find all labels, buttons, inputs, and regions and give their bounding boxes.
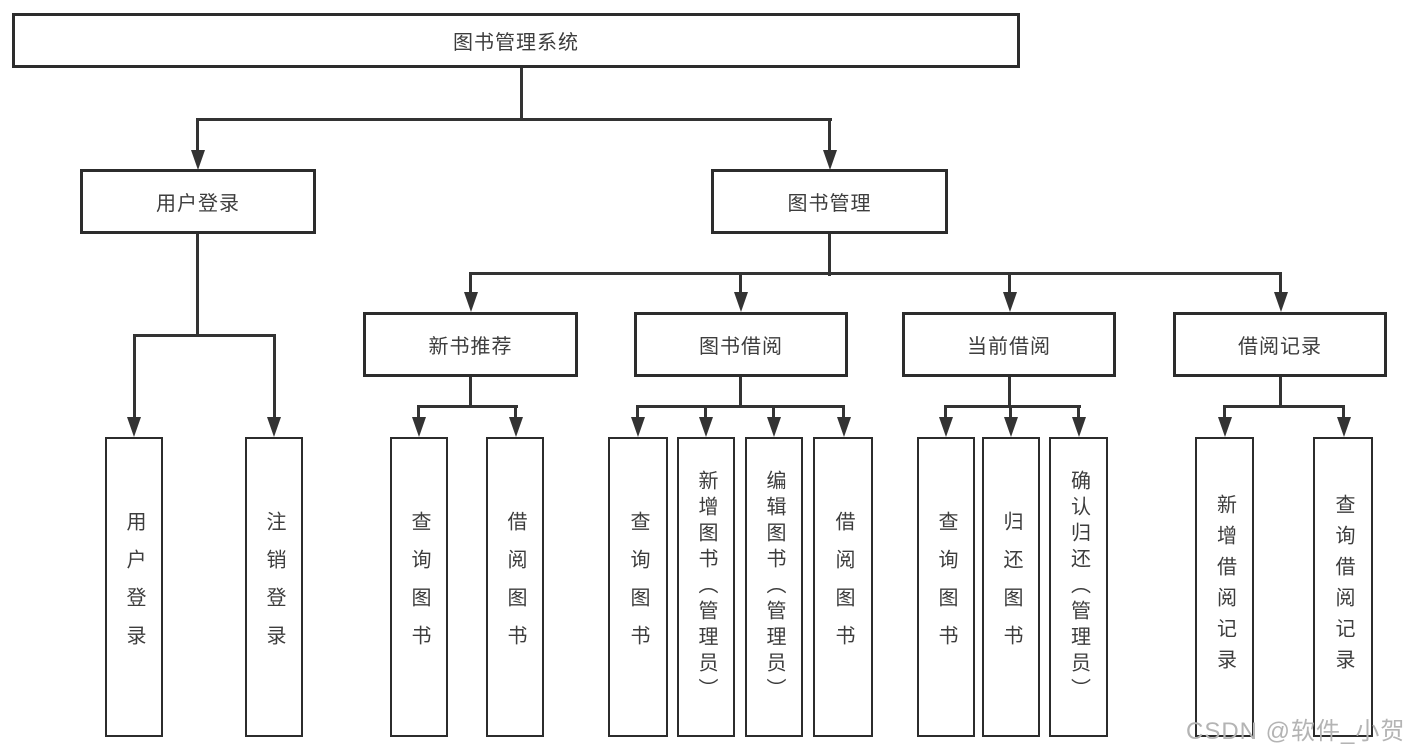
node-current-borrow-label: 当前借阅 xyxy=(967,336,1051,358)
arrow-down-icon xyxy=(1003,292,1017,312)
leaf-query-books-borrow: 查询图书 xyxy=(608,437,668,737)
arrow-down-icon xyxy=(1274,292,1288,312)
leaf-label: 新增借阅记录 xyxy=(1213,494,1236,680)
leaf-label: 借阅图书 xyxy=(504,511,526,663)
connector-root-stem xyxy=(520,68,523,121)
arrow-down-icon xyxy=(267,417,281,437)
leaf-label: 查询图书 xyxy=(408,511,430,663)
leaf-confirm-return-admin: 确认归还（管理员） xyxy=(1049,437,1108,737)
arrow-down-icon xyxy=(191,150,205,170)
leaf-add-borrow-record: 新增借阅记录 xyxy=(1195,437,1254,737)
connector-drop xyxy=(704,405,707,420)
connector-rail xyxy=(417,405,518,408)
connector-drop xyxy=(1279,272,1282,294)
node-user-login: 用户登录 xyxy=(80,169,316,234)
connector-drop xyxy=(1009,405,1012,420)
leaf-borrow-books-recommend: 借阅图书 xyxy=(486,437,544,737)
connector-stem xyxy=(469,376,472,408)
connector-drop xyxy=(1077,405,1080,420)
node-borrow-records: 借阅记录 xyxy=(1173,312,1387,377)
leaf-label: 借阅图书 xyxy=(832,511,854,663)
connector-stem xyxy=(1279,376,1282,408)
leaf-label: 编辑图书（管理员） xyxy=(763,470,785,704)
connector-stem xyxy=(739,376,742,408)
arrow-down-icon xyxy=(823,150,837,170)
leaf-label: 归还图书 xyxy=(1000,511,1022,663)
node-library-system-label: 图书管理系统 xyxy=(453,32,579,54)
node-book-management: 图书管理 xyxy=(711,169,948,234)
arrow-down-icon xyxy=(1337,417,1351,437)
leaf-add-books-admin: 新增图书（管理员） xyxy=(677,437,735,737)
leaf-return-books: 归还图书 xyxy=(982,437,1040,737)
leaf-label: 查询借阅记录 xyxy=(1332,494,1354,680)
connector-drop xyxy=(1223,405,1226,420)
connector-drop xyxy=(636,405,639,420)
arrow-down-icon xyxy=(699,417,713,437)
leaf-query-borrow-record: 查询借阅记录 xyxy=(1313,437,1373,737)
leaf-label: 查询图书 xyxy=(935,511,957,663)
connector-level2-rail xyxy=(196,118,832,121)
connector-drop xyxy=(1008,272,1011,294)
connector-rail xyxy=(944,405,1081,408)
leaf-label: 确认归还（管理员） xyxy=(1067,470,1090,704)
arrow-down-icon xyxy=(837,417,851,437)
node-user-login-label: 用户登录 xyxy=(156,193,240,215)
connector-rail xyxy=(636,405,845,408)
connector-drop xyxy=(772,405,775,420)
leaf-label: 新增图书（管理员） xyxy=(695,470,717,704)
node-current-borrow: 当前借阅 xyxy=(902,312,1116,377)
connector-drop-book xyxy=(828,118,831,153)
arrow-down-icon xyxy=(734,292,748,312)
connector-stem xyxy=(1008,376,1011,408)
arrow-down-icon xyxy=(1218,417,1232,437)
connector-level3-rail xyxy=(469,272,1282,275)
connector-drop xyxy=(133,334,136,418)
leaf-user-login: 用户登录 xyxy=(105,437,163,737)
connector-rail xyxy=(1223,405,1345,408)
node-book-borrow: 图书借阅 xyxy=(634,312,848,377)
arrow-down-icon xyxy=(767,417,781,437)
leaf-logout: 注销登录 xyxy=(245,437,303,737)
leaf-label: 查询图书 xyxy=(627,511,649,663)
node-library-system: 图书管理系统 xyxy=(12,13,1020,68)
leaf-query-books-recommend: 查询图书 xyxy=(390,437,448,737)
connector-drop xyxy=(417,405,420,420)
connector-drop xyxy=(514,405,517,420)
connector-drop xyxy=(1342,405,1345,420)
leaf-edit-books-admin: 编辑图书（管理员） xyxy=(745,437,803,737)
connector-drop xyxy=(273,334,276,418)
node-book-management-label: 图书管理 xyxy=(787,193,872,215)
connector-drop xyxy=(739,272,742,294)
csdn-watermark: CSDN @软件_小贺同学 xyxy=(1186,718,1405,745)
arrow-down-icon xyxy=(631,417,645,437)
node-new-book-recommend: 新书推荐 xyxy=(363,312,578,377)
connector-drop xyxy=(944,405,947,420)
arrow-down-icon xyxy=(127,417,141,437)
arrow-down-icon xyxy=(464,292,478,312)
arrow-down-icon xyxy=(412,417,426,437)
connector-book-stem xyxy=(828,233,831,276)
leaf-borrow-books: 借阅图书 xyxy=(813,437,873,737)
connector-drop xyxy=(469,272,472,294)
leaf-logout-label: 注销登录 xyxy=(263,511,285,663)
leaf-query-books-current: 查询图书 xyxy=(917,437,975,737)
connector-drop-user xyxy=(196,118,199,153)
arrow-down-icon xyxy=(509,417,523,437)
leaf-user-login-label: 用户登录 xyxy=(123,511,145,663)
arrow-down-icon xyxy=(1004,417,1018,437)
connector-user-stem xyxy=(196,233,199,337)
connector-user-rail xyxy=(133,334,276,337)
arrow-down-icon xyxy=(939,417,953,437)
node-new-book-recommend-label: 新书推荐 xyxy=(428,336,513,358)
node-borrow-records-label: 借阅记录 xyxy=(1238,336,1322,358)
connector-drop xyxy=(842,405,845,420)
node-book-borrow-label: 图书借阅 xyxy=(699,336,783,358)
arrow-down-icon xyxy=(1072,417,1086,437)
